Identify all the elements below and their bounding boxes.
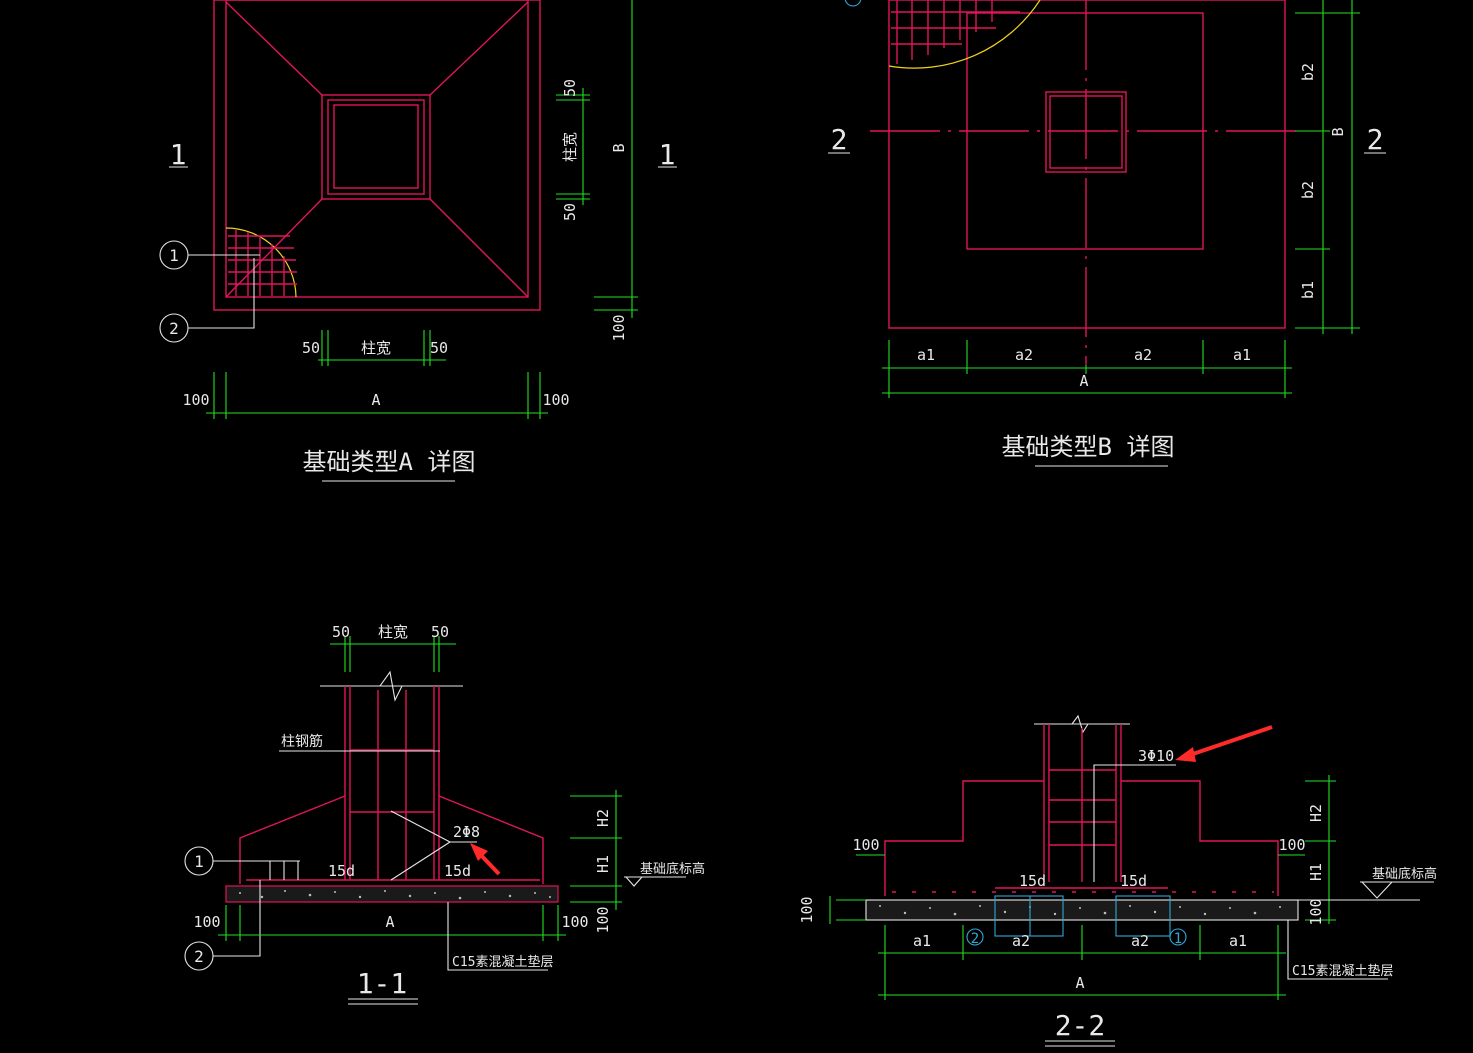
svg-text:50: 50 <box>430 339 448 357</box>
svg-text:100: 100 <box>1278 836 1305 854</box>
callout-1-section-2-2[interactable]: 1 <box>1169 928 1187 947</box>
dims-b-bottom: a1 a2 a2 a1 A <box>882 340 1292 398</box>
svg-text:柱宽: 柱宽 <box>561 132 579 162</box>
section-2-2: 3Φ10 15d 15d 2 1 100 100 <box>798 714 1437 1047</box>
dims-1-1-bottom: 100 A 100 <box>193 905 589 941</box>
svg-text:基础底标高: 基础底标高 <box>640 861 705 877</box>
svg-text:a1: a1 <box>913 932 931 950</box>
svg-text:a1: a1 <box>1233 346 1251 364</box>
svg-text:A: A <box>1079 372 1088 390</box>
red-arrow-annotation-1-1 <box>470 843 501 876</box>
svg-text:A: A <box>385 913 394 931</box>
dims-2-2-left: 100 100 <box>798 836 885 924</box>
svg-text:100: 100 <box>182 391 209 409</box>
svg-text:1: 1 <box>1174 931 1182 947</box>
callout-2-a[interactable]: 2 <box>159 258 255 343</box>
svg-text:1: 1 <box>169 246 179 265</box>
svg-text:100: 100 <box>610 314 628 341</box>
svg-text:b2: b2 <box>1299 63 1317 81</box>
svg-text:a2: a2 <box>1134 346 1152 364</box>
label-cushion-1-1: C15素混凝土垫层 <box>452 954 553 970</box>
svg-text:50: 50 <box>302 339 320 357</box>
base-elevation-mark-2-2: 基础底标高 <box>1298 866 1437 901</box>
callout-1-a[interactable]: 1 <box>159 240 260 270</box>
svg-text:15d: 15d <box>1019 872 1046 890</box>
svg-text:H2: H2 <box>594 809 612 827</box>
svg-text:2: 2 <box>971 931 979 947</box>
label-stirrup-2phi8: 2Φ8 <box>453 823 480 841</box>
svg-text:100: 100 <box>561 913 588 931</box>
svg-text:a2: a2 <box>1131 932 1149 950</box>
svg-text:100: 100 <box>594 906 612 933</box>
svg-text:柱宽: 柱宽 <box>361 339 391 357</box>
svg-text:a2: a2 <box>1012 932 1030 950</box>
svg-text:50: 50 <box>561 79 579 97</box>
svg-text:H1: H1 <box>594 855 612 873</box>
title-type-b: 基础类型B 详图 <box>1002 433 1175 461</box>
svg-text:100: 100 <box>852 836 879 854</box>
svg-text:50: 50 <box>561 203 579 221</box>
svg-text:50: 50 <box>332 623 350 641</box>
svg-text:基础底标高: 基础底标高 <box>1372 866 1437 882</box>
svg-text:100: 100 <box>798 896 816 923</box>
title-section-1-1: 1-1 <box>357 967 408 1000</box>
title-type-a: 基础类型A 详图 <box>303 448 476 476</box>
svg-text:A: A <box>371 391 380 409</box>
section-1-1: 50 柱宽 50 柱钢筋 2Φ8 15d 15d 1 2 <box>184 623 705 1005</box>
label-column-rebar: 柱钢筋 <box>281 733 323 750</box>
section-mark-2-left: 2 <box>831 123 848 156</box>
svg-text:b1: b1 <box>1299 281 1317 299</box>
dims-1-1-right: H2 H1 100 <box>570 790 622 934</box>
svg-text:B: B <box>610 143 628 152</box>
dims-2-2-bottom: a1 a2 a2 a1 A <box>878 925 1286 1000</box>
svg-text:B: B <box>1329 127 1347 136</box>
svg-text:15d: 15d <box>444 862 471 880</box>
dims-1-1-top: 50 柱宽 50 <box>330 623 456 672</box>
section-mark-1-left: 1 <box>170 138 187 171</box>
rebar-mesh-quarter-b <box>888 0 1041 69</box>
cushion-texture-2-2 <box>879 905 1281 916</box>
svg-text:H1: H1 <box>1307 863 1325 881</box>
svg-text:b2: b2 <box>1299 181 1317 199</box>
dims-a-right: 50 柱宽 50 B 100 <box>556 0 638 342</box>
svg-text:2: 2 <box>194 947 204 966</box>
svg-text:100: 100 <box>542 391 569 409</box>
svg-text:100: 100 <box>1307 898 1325 925</box>
svg-text:A: A <box>1075 974 1084 992</box>
callout-2-section-1-1[interactable]: 2 <box>184 880 261 971</box>
svg-text:50: 50 <box>431 623 449 641</box>
dims-a-bottom: 50 柱宽 50 100 A 100 <box>182 330 570 419</box>
svg-text:100: 100 <box>193 913 220 931</box>
svg-text:1: 1 <box>194 852 204 871</box>
cushion-texture-1-1 <box>239 890 551 900</box>
section-mark-2-right: 2 <box>1367 123 1384 156</box>
section-mark-1-right: 1 <box>659 138 676 171</box>
svg-text:a1: a1 <box>1229 932 1247 950</box>
title-section-2-2: 2-2 <box>1055 1009 1106 1042</box>
svg-text:H2: H2 <box>1307 804 1325 822</box>
foundation-type-a-plan: 1 2 1 1 50 柱宽 50 100 A 100 <box>159 0 677 482</box>
dims-2-2-right: 100 H2 H1 100 <box>1278 775 1336 926</box>
callout-2-section-2-2[interactable]: 2 <box>966 928 984 947</box>
base-elevation-mark-1-1: 基础底标高 <box>624 861 705 887</box>
label-cushion-2-2: C15素混凝土垫层 <box>1292 963 1393 979</box>
svg-text:15d: 15d <box>328 862 355 880</box>
red-arrow-annotation-2-2 <box>1175 725 1273 762</box>
svg-text:柱宽: 柱宽 <box>378 623 408 641</box>
svg-text:a2: a2 <box>1015 346 1033 364</box>
label-rebar-3phi10: 3Φ10 <box>1138 747 1174 765</box>
svg-text:15d: 15d <box>1120 872 1147 890</box>
callout-1-section-1-1[interactable]: 1 <box>184 846 300 880</box>
rebar-mesh-quarter-a <box>225 227 297 298</box>
svg-text:2: 2 <box>169 319 179 338</box>
foundation-type-b-plan: 2 2 a1 a2 a2 a1 A b2 b2 b1 <box>828 0 1386 467</box>
dims-b-right: b2 b2 b1 B <box>1295 0 1360 334</box>
svg-text:a1: a1 <box>917 346 935 364</box>
